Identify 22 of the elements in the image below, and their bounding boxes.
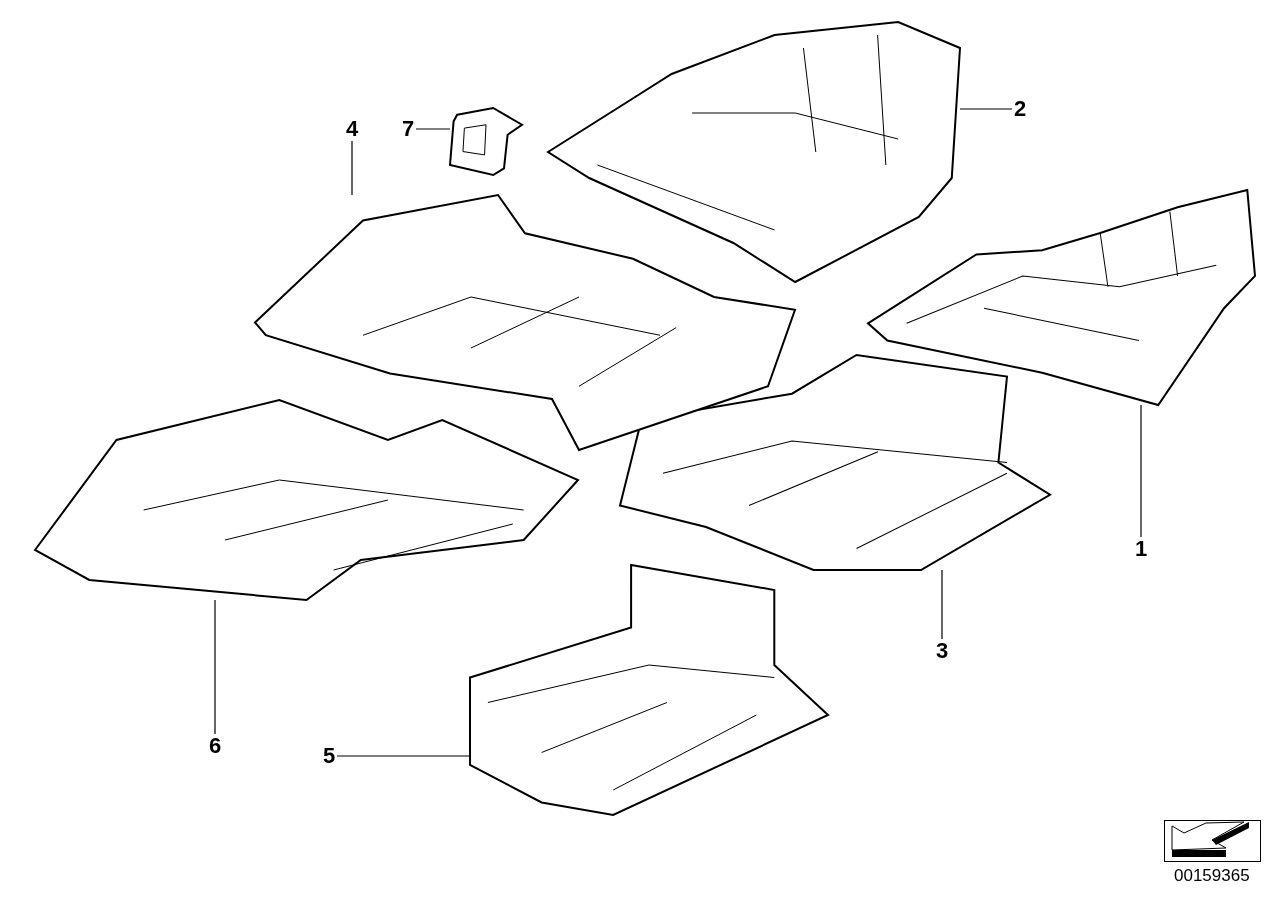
- leader-line: [941, 569, 943, 640]
- callout-number: 7: [400, 117, 416, 141]
- callout-number: 5: [321, 744, 337, 768]
- callout-number: 1: [1133, 537, 1149, 561]
- leader-line: [214, 599, 216, 735]
- callout-number: 2: [1012, 97, 1028, 121]
- drawing-number: 00159365: [1174, 866, 1250, 886]
- leader-line: [351, 140, 353, 196]
- callout-number: 3: [934, 639, 950, 663]
- backrest-cushion-drawing: [255, 195, 795, 450]
- callout-number: 4: [344, 117, 360, 141]
- seat-cushion-drawing: [620, 355, 1050, 570]
- leader-line: [415, 128, 451, 130]
- leader-line: [1140, 404, 1142, 538]
- trim-cover-drawing: [450, 108, 522, 175]
- backrest-cushion-drawing: [35, 400, 578, 600]
- seat-cushion-drawing: [470, 565, 828, 815]
- seat-frame-drawing: [548, 22, 960, 282]
- seat-frame-drawing: [868, 190, 1255, 405]
- leader-line: [336, 755, 471, 757]
- leader-line: [959, 108, 1013, 110]
- callout-number: 6: [207, 734, 223, 758]
